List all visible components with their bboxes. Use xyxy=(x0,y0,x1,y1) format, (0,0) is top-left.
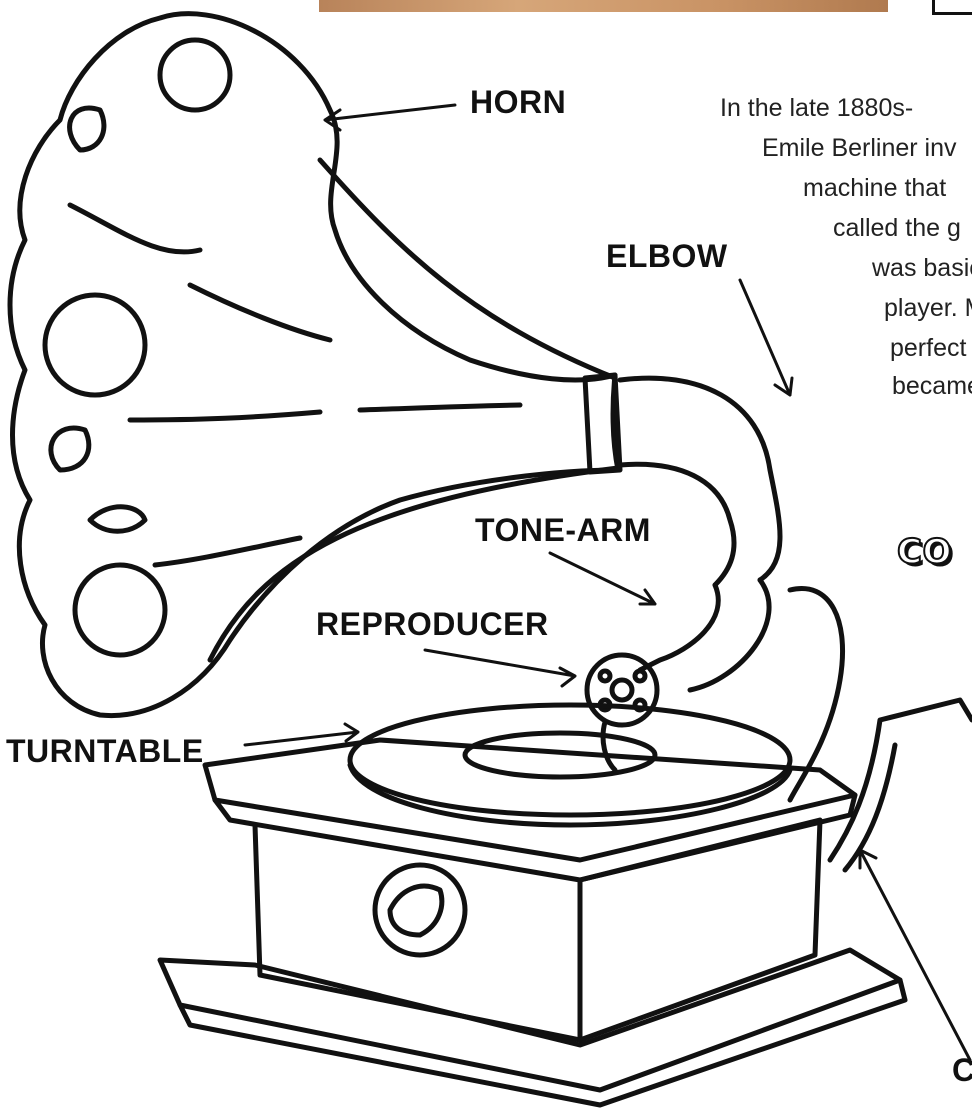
flower-middle xyxy=(45,295,145,395)
turntable-arrow xyxy=(245,724,358,745)
crank-handle xyxy=(830,700,972,860)
flower-top xyxy=(160,40,230,110)
horn-petal-line-2 xyxy=(190,285,330,340)
paragraph-line: called the g xyxy=(833,214,961,243)
elbow-label: ELBOW xyxy=(606,238,728,275)
horn-label: HORN xyxy=(470,84,566,121)
paragraph-line: In the late 1880s- xyxy=(720,94,913,123)
horn-throat-upper xyxy=(320,160,615,378)
section-heading-partial: CO xyxy=(897,532,952,572)
leaf-3 xyxy=(90,507,145,531)
cabinet-top xyxy=(205,740,855,860)
reproducer-label: REPRODUCER xyxy=(316,606,549,643)
horn-petal-line-5 xyxy=(155,538,300,565)
horn-petal-line-4 xyxy=(360,405,520,410)
elbow-arrow xyxy=(740,280,792,395)
cabinet-base xyxy=(160,950,900,1090)
reproducer-disc xyxy=(587,655,657,725)
tone-arm-label: TONE-ARM xyxy=(475,512,651,549)
horn-arrow xyxy=(325,105,455,130)
tone-arm-arrow xyxy=(550,553,655,604)
horn-petal-line-1 xyxy=(70,205,200,252)
paragraph-line: perfect xyxy=(890,334,966,363)
turntable-label-text: TURNTABLE xyxy=(6,733,204,770)
paragraph-line: player. M xyxy=(884,294,972,323)
paragraph-line: became xyxy=(892,372,972,401)
paragraph-line: Emile Berliner inv xyxy=(762,134,957,163)
flower-bottom xyxy=(75,565,165,655)
paragraph-line: was basic xyxy=(872,254,972,283)
cabinet-base-edge xyxy=(180,980,905,1105)
reproducer-needle xyxy=(603,722,615,770)
leaf-1 xyxy=(70,108,104,150)
crank-label-partial: C xyxy=(952,1052,972,1089)
paragraph-line: machine that xyxy=(803,174,946,203)
horn-petal-line-3 xyxy=(130,412,320,420)
turntable-record xyxy=(350,705,790,815)
leaf-2 xyxy=(51,428,89,470)
reproducer-arrow xyxy=(425,650,575,686)
crank-arrow xyxy=(860,850,970,1060)
